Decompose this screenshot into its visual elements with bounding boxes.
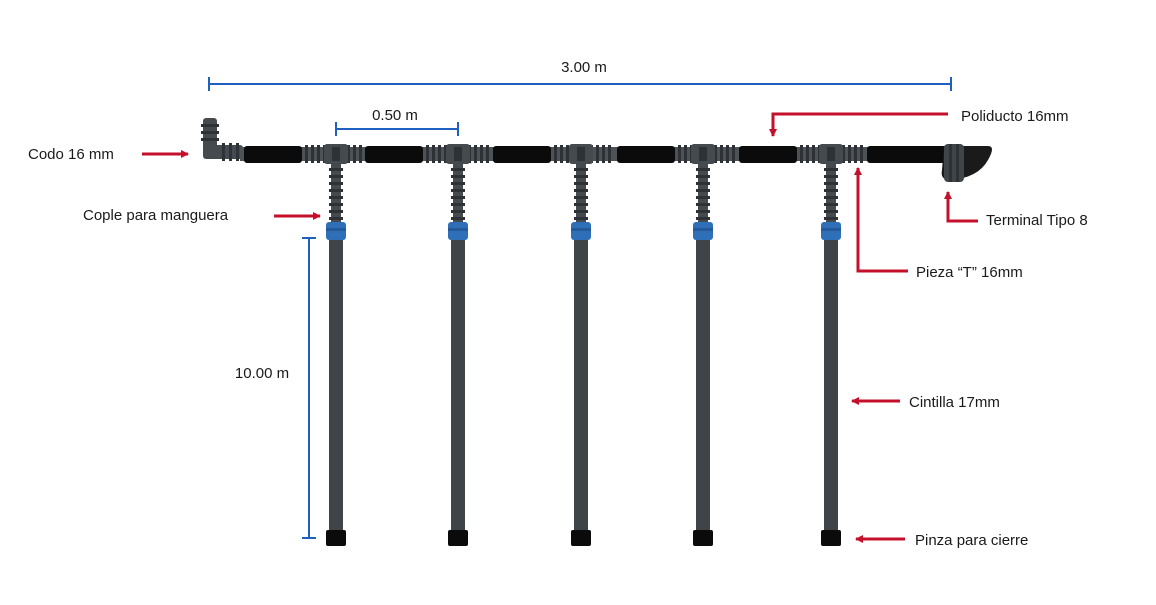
- branches: [326, 164, 841, 546]
- arrow-pieza-t: [854, 167, 908, 273]
- label-cintilla: Cintilla 17mm: [909, 394, 1000, 411]
- arrow-terminal: [944, 191, 978, 223]
- dimension-total-label: 3.00 m: [561, 59, 607, 76]
- pinza-clamp: [448, 530, 468, 546]
- dimension-spacing: 0.50 m: [335, 107, 459, 136]
- main-pipe: [201, 118, 992, 182]
- branch: [821, 164, 841, 546]
- terminal-tipo-8: [941, 144, 992, 182]
- label-terminal: Terminal Tipo 8: [986, 212, 1088, 229]
- pinza-clamp: [821, 530, 841, 546]
- label-poliducto: Poliducto 16mm: [961, 108, 1069, 125]
- pinza-clamp: [693, 530, 713, 546]
- annotation-arrows: [142, 112, 978, 543]
- label-pieza-t: Pieza “T” 16mm: [916, 264, 1023, 281]
- codo-elbow: [201, 118, 243, 161]
- poliducto-section: [493, 146, 551, 163]
- pinza-clamp: [571, 530, 591, 546]
- dimension-spacing-label: 0.50 m: [372, 107, 418, 124]
- tee-fittings: [324, 144, 843, 164]
- pinza-clamp: [326, 530, 346, 546]
- annotation-labels: Codo 16 mm Cople para manguera Poliducto…: [28, 108, 1088, 549]
- poliducto-section: [244, 146, 302, 163]
- arrow-poliducto: [769, 112, 948, 137]
- label-codo: Codo 16 mm: [28, 146, 114, 163]
- end-poliducto: [867, 146, 947, 163]
- poliducto-section: [617, 146, 675, 163]
- poliducto-section: [739, 146, 797, 163]
- poliducto-section: [365, 146, 423, 163]
- label-cople: Cople para manguera: [83, 207, 229, 224]
- cintilla-tape: [696, 240, 710, 530]
- dimension-total: 3.00 m: [208, 59, 952, 91]
- branch: [326, 164, 346, 546]
- branch: [693, 164, 713, 546]
- branch: [448, 164, 468, 546]
- cintilla-tape: [451, 240, 465, 530]
- dimension-hose: 10.00 m: [235, 237, 316, 539]
- dimension-hose-label: 10.00 m: [235, 365, 289, 382]
- cintilla-tape: [574, 240, 588, 530]
- cintilla-tape: [329, 240, 343, 530]
- branch: [571, 164, 591, 546]
- cintilla-tape: [824, 240, 838, 530]
- label-pinza: Pinza para cierre: [915, 532, 1028, 549]
